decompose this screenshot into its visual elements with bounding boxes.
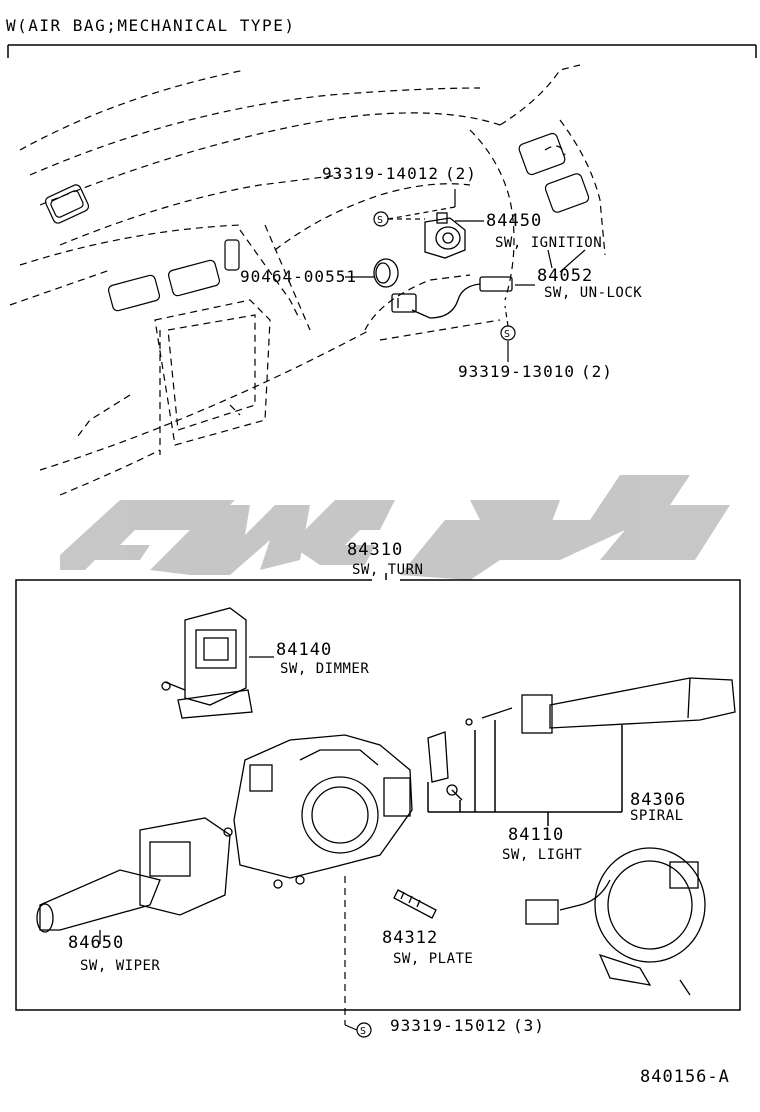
part-number-93319-15012: 93319-15012 (3) (390, 1018, 545, 1034)
svg-text:S: S (504, 329, 510, 340)
svg-text:S: S (360, 1026, 366, 1037)
screw-icon-upper: S (373, 211, 389, 227)
part-number-84306: 84306 (630, 790, 687, 810)
part-number-93319-13010: 93319-13010 (2) (458, 364, 613, 380)
part-number-93319-14012: 93319-14012 (2) (322, 166, 477, 182)
part-name-sw-wiper: SW, WIPER (80, 958, 161, 974)
part-name-sw-plate: SW, PLATE (393, 951, 474, 967)
part-number-84140: 84140 (276, 640, 333, 660)
screw-icon-bottom: S (344, 1022, 372, 1038)
unlock-switch-drawing (391, 276, 513, 319)
part-name-sw-ignition: SW, IGNITION (495, 235, 603, 251)
dimmer-switch-drawing (161, 607, 274, 719)
grommet-drawing (373, 258, 399, 288)
part-number: 93319-13010 (458, 362, 575, 381)
screw-icon-lower: S (500, 325, 516, 341)
upper-leader-lines (345, 189, 586, 362)
part-number: 93319-14012 (322, 164, 439, 183)
part-qty: (2) (580, 362, 613, 381)
part-number: 93319-15012 (390, 1016, 507, 1035)
light-switch-drawing (427, 677, 736, 801)
part-name-sw-unlock: SW, UN-LOCK (544, 285, 643, 301)
part-number-84110: 84110 (508, 825, 565, 845)
plate-pin-drawing (393, 889, 437, 919)
part-qty: (3) (512, 1016, 545, 1035)
watermark-logo (60, 475, 730, 580)
page-title: W(AIR BAG;MECHANICAL TYPE) (6, 16, 296, 35)
part-number-84312: 84312 (382, 928, 439, 948)
part-name-sw-turn: SW, TURN (352, 562, 424, 578)
part-number-84450: 84450 (486, 211, 543, 231)
dashboard-illustration (9, 64, 606, 496)
header-frame (7, 44, 757, 58)
part-name-sw-dimmer: SW, DIMMER (280, 661, 370, 677)
spiral-cable-drawing (525, 847, 706, 996)
part-number-84650: 84650 (68, 933, 125, 953)
svg-text:S: S (377, 215, 383, 226)
light-switch-bracket (427, 720, 623, 826)
ignition-switch-drawing (424, 212, 466, 259)
figure-code: 840156-A (640, 1067, 730, 1087)
part-number-84052: 84052 (537, 266, 594, 286)
part-name-sw-light: SW, LIGHT (502, 847, 583, 863)
part-qty: (2) (444, 164, 477, 183)
turn-switch-drawing (233, 734, 413, 889)
part-name-spiral: SPIRAL (630, 808, 684, 824)
part-number-84310: 84310 (347, 540, 404, 560)
wiper-switch-drawing (36, 817, 233, 944)
assembly-frame (15, 573, 741, 1011)
part-number-90464-00551: 90464-00551 (240, 267, 357, 286)
dashboard-vents (44, 132, 590, 312)
